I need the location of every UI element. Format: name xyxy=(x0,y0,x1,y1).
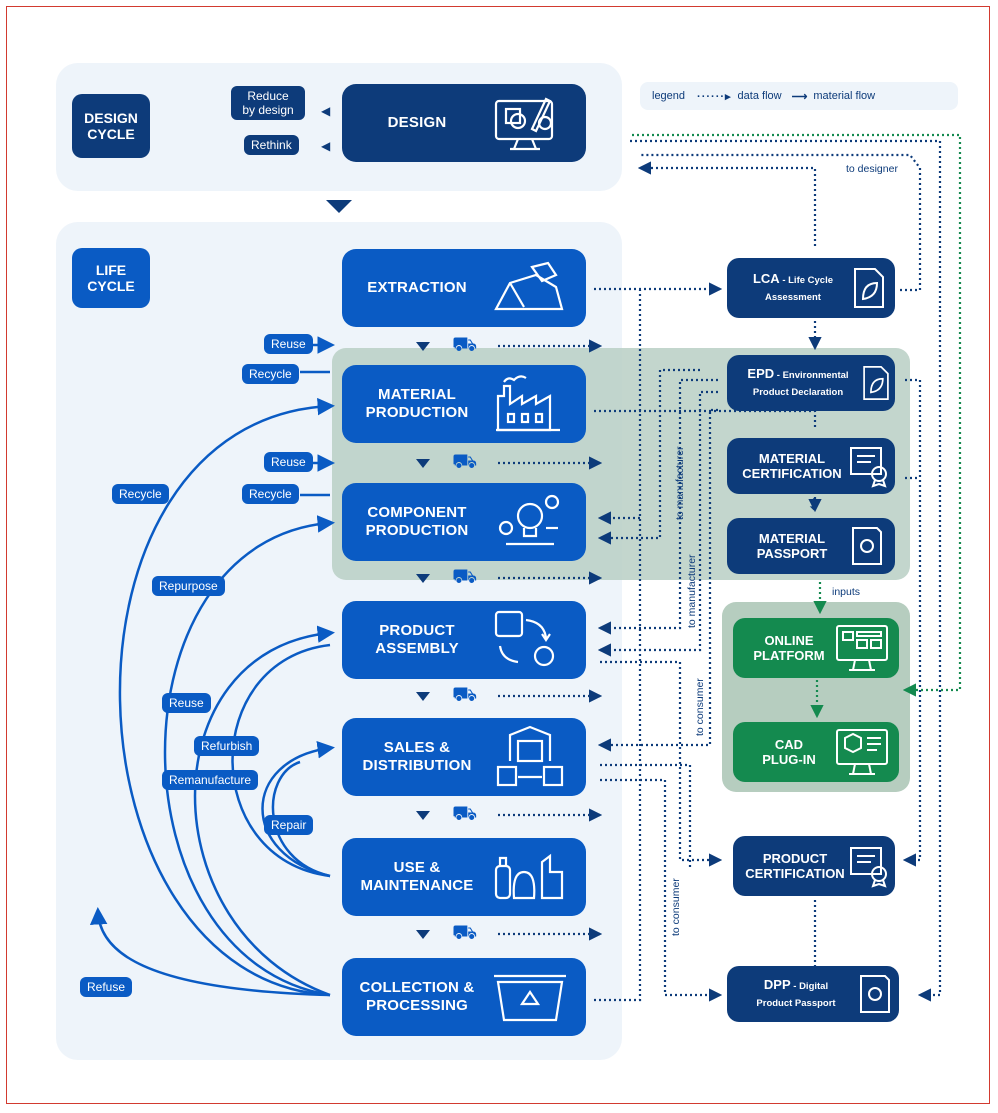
design-to-lifecycle-arrow xyxy=(326,200,352,213)
stage-label: COMPONENT PRODUCTION xyxy=(365,504,469,539)
reuse-tag: Reuse xyxy=(264,452,313,472)
refuse-tag: Refuse xyxy=(80,977,133,997)
truck-icon: ⛟ xyxy=(452,566,478,588)
lca-box: LCA - Life Cycle Assessment xyxy=(727,258,895,318)
to-consumer-label: to consumer xyxy=(694,678,706,736)
component-icon xyxy=(498,494,560,546)
component-production-box: COMPONENT PRODUCTION xyxy=(342,483,586,561)
lca-label: LCA - Life Cycle Assessment xyxy=(737,271,849,305)
epd-full: - Environmental Product Declaration xyxy=(752,370,849,398)
online-platform-label: ONLINE PLATFORM xyxy=(753,633,825,663)
epd-abbr: EPD xyxy=(747,366,775,381)
rock-icon xyxy=(494,261,564,311)
material-certification-label: MATERIAL CERTIFICATION xyxy=(742,451,842,481)
cad-plugin-box: CAD PLUG-IN xyxy=(733,722,899,782)
repair-tag: Repair xyxy=(264,815,314,835)
stage-label: PRODUCT ASSEMBLY xyxy=(375,622,459,657)
stage-label: EXTRACTION xyxy=(367,279,467,296)
dpp-full: - Digital Product Passport xyxy=(756,981,836,1009)
refurbish-tag: Refurbish xyxy=(194,736,260,756)
reduce-arrow-icon: ◀ xyxy=(321,104,331,118)
online-platform-box: ONLINE PLATFORM xyxy=(733,618,899,678)
epd-box: EPD - Environmental Product Declaration xyxy=(727,355,895,411)
passport-icon xyxy=(852,527,882,565)
sales-distribution-box: SALES & DISTRIBUTION xyxy=(342,718,586,796)
recycle-tag: Recycle xyxy=(242,484,299,504)
certificate-icon xyxy=(850,447,887,488)
factory-icon xyxy=(496,375,560,432)
product-certification-box: PRODUCT CERTIFICATION xyxy=(733,836,895,896)
design-box: DESIGN xyxy=(342,84,586,162)
design-label: DESIGN xyxy=(387,114,447,131)
rethink-tag: Rethink xyxy=(244,135,299,155)
reuse-outer-tag: Reuse xyxy=(162,693,211,713)
data-flow-icon: ······▸ xyxy=(697,90,732,103)
leaf-document-icon xyxy=(854,268,884,308)
to-designer-label: to designer xyxy=(846,163,898,175)
collection-processing-box: COLLECTION & PROCESSING xyxy=(342,958,586,1036)
truck-icon: ⛟ xyxy=(452,922,478,944)
cad-plugin-label: CAD PLUG-IN xyxy=(762,737,816,767)
stage-label: USE & MAINTENANCE xyxy=(360,859,474,894)
to-manufacturer-label: to manufacturer xyxy=(674,446,686,520)
remanufacture-tag: Remanufacture xyxy=(162,770,259,790)
truck-icon: ⛟ xyxy=(452,803,478,825)
material-passport-label: MATERIAL PASSPORT xyxy=(756,531,828,561)
to-manufacturer-label: to manufacturer xyxy=(686,554,698,628)
passport-certification-link-icon: ⬍ xyxy=(807,497,821,514)
leaf-document-icon xyxy=(863,366,889,400)
assembly-icon xyxy=(494,610,555,667)
stage-down-arrows xyxy=(416,342,430,939)
dpp-label: DPP - Digital Product Passport xyxy=(737,977,855,1011)
stage-label: SALES & DISTRIBUTION xyxy=(362,739,472,774)
recycle-tag: Recycle xyxy=(242,364,299,384)
reuse-tag: Reuse xyxy=(264,334,313,354)
recycle-outer-tag: Recycle xyxy=(112,484,169,504)
stage-label: COLLECTION & PROCESSING xyxy=(359,979,475,1014)
warehouse-icon xyxy=(496,725,564,787)
stage-label: MATERIAL PRODUCTION xyxy=(365,386,469,421)
dpp-abbr: DPP xyxy=(763,977,791,992)
passport-icon xyxy=(860,975,890,1013)
image-frame xyxy=(6,6,990,1104)
design-cycle-title: DESIGN CYCLE xyxy=(72,94,150,158)
extraction-box: EXTRACTION xyxy=(342,249,586,327)
lca-full: - Life Cycle Assessment xyxy=(765,275,834,303)
legend-material-flow: material flow xyxy=(813,90,876,102)
rethink-arrow-icon: ◀ xyxy=(321,139,331,153)
reduce-by-design-tag: Reduce by design xyxy=(231,86,305,120)
lca-abbr: LCA xyxy=(752,271,780,286)
legend-data-flow: data flow xyxy=(737,90,782,102)
material-certification-box: MATERIAL CERTIFICATION xyxy=(727,438,895,494)
truck-icon: ⛟ xyxy=(452,684,478,706)
certificate-icon xyxy=(850,847,887,888)
product-assembly-box: PRODUCT ASSEMBLY xyxy=(342,601,586,679)
legend: legend ······▸ data flow ⟶ material flow xyxy=(640,82,958,110)
cad-monitor-icon xyxy=(836,729,888,775)
monitor-icon xyxy=(836,625,888,671)
dpp-box: DPP - Digital Product Passport xyxy=(727,966,899,1022)
recycle-bin-icon xyxy=(494,974,566,1022)
material-passport-box: MATERIAL PASSPORT xyxy=(727,518,895,574)
epd-label: EPD - Environmental Product Declaration xyxy=(737,366,859,400)
repurpose-tag: Repurpose xyxy=(152,576,225,596)
material-flow-icon: ⟶ xyxy=(791,90,808,103)
inputs-label: inputs xyxy=(832,586,861,598)
truck-icon: ⛟ xyxy=(452,334,478,356)
product-certification-label: PRODUCT CERTIFICATION xyxy=(745,851,845,881)
life-cycle-title: LIFE CYCLE xyxy=(72,248,150,308)
material-production-box: MATERIAL PRODUCTION xyxy=(342,365,586,443)
design-computer-icon xyxy=(494,97,554,151)
use-maintenance-box: USE & MAINTENANCE xyxy=(342,838,586,916)
truck-icon: ⛟ xyxy=(452,451,478,473)
to-consumer-label: to consumer xyxy=(670,878,682,936)
legend-label: legend xyxy=(652,90,686,102)
products-icon xyxy=(494,853,564,900)
